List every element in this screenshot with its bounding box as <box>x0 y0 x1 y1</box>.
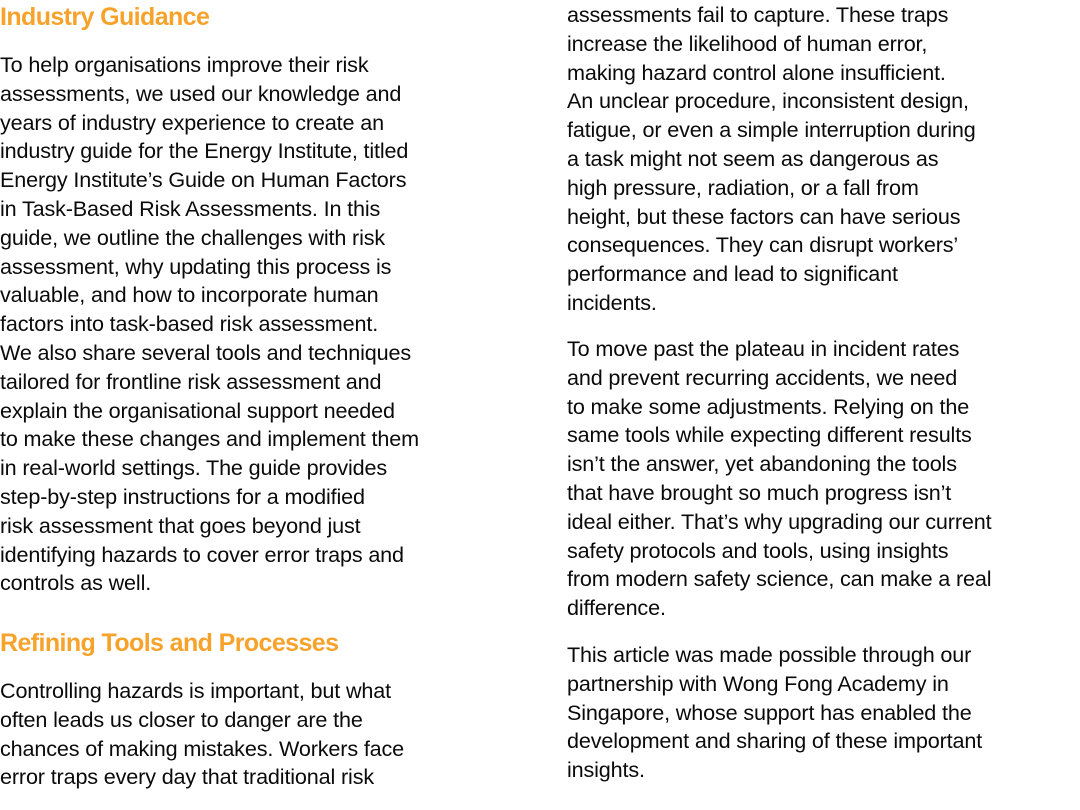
acknowledgement-paragraph: This article was made possible through o… <box>567 642 983 783</box>
section-heading-refining-tools: Refining Tools and Processes <box>0 629 339 657</box>
section-heading-industry-guidance: Industry Guidance <box>0 3 210 31</box>
refining-tools-paragraph-continued: assessments fail to capture. These traps… <box>567 2 976 315</box>
refining-tools-paragraph: Controlling hazards is important, but wh… <box>0 678 405 790</box>
industry-guidance-paragraph: To help organisations improve their risk… <box>0 52 419 596</box>
incident-plateau-paragraph: To move past the plateau in incident rat… <box>567 336 992 621</box>
